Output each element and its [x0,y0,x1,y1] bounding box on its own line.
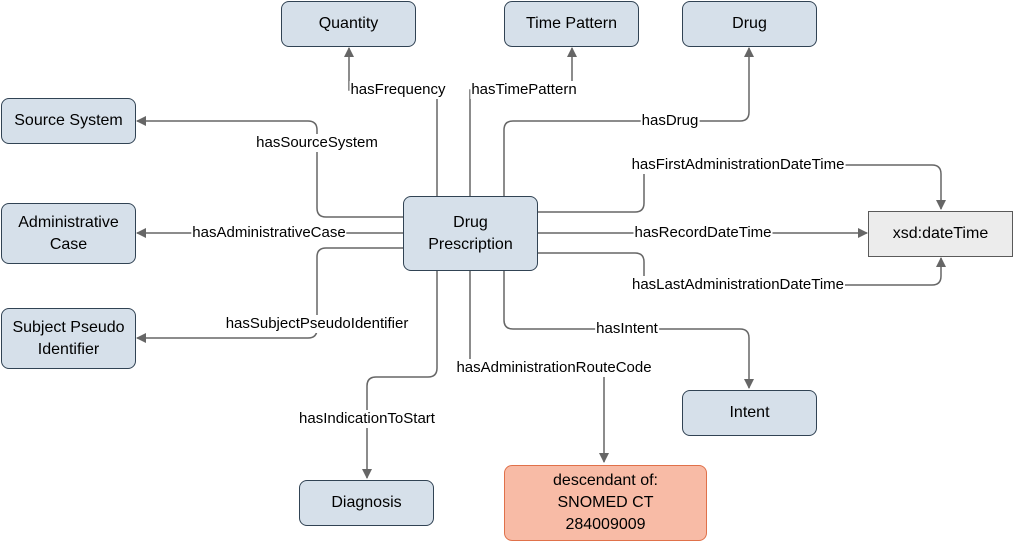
edge-label-has-last-administration-date-time: hasLastAdministrationDateTime [630,276,846,294]
node-drug-prescription: Drug Prescription [403,196,538,271]
edge-label-has-record-date-time: hasRecordDateTime [633,224,773,242]
edge-label-has-administration-route-code: hasAdministrationRouteCode [455,359,653,377]
node-xsd-datetime: xsd:dateTime [868,211,1013,257]
node-source-system: Source System [1,98,136,144]
node-time-pattern: Time Pattern [504,1,639,47]
node-quantity: Quantity [281,1,416,47]
edge-has-subject-pseudo-identifier [136,247,403,343]
edge-label-has-indication-to-start: hasIndicationToStart [298,410,436,428]
node-subject-pseudo-identifier: Subject Pseudo Identifier [1,308,136,369]
edge-has-source-system [136,116,403,218]
node-intent: Intent [682,390,817,436]
edge-has-time-pattern [469,47,577,196]
edge-label-has-drug: hasDrug [640,112,700,130]
edge-label-has-first-administration-date-time: hasFirstAdministrationDateTime [630,156,846,174]
node-administrative-case: Administrative Case [1,203,136,264]
node-snomed-ct: descendant of: SNOMED CT 284009009 [504,465,707,541]
edge-label-has-time-pattern: hasTimePattern [470,81,578,99]
edge-label-has-intent: hasIntent [595,320,659,338]
edge-has-drug [503,47,754,196]
edge-has-indication-to-start [362,270,438,479]
edge-label-has-source-system: hasSourceSystem [255,134,379,152]
edge-label-has-administrative-case: hasAdministrativeCase [191,224,347,242]
node-drug: Drug [682,1,817,47]
node-diagnosis: Diagnosis [299,480,434,526]
edge-label-has-subject-pseudo-identifier: hasSubjectPseudoIdentifier [224,315,410,333]
edge-has-frequency [344,47,438,196]
edge-label-has-frequency: hasFrequency [349,81,447,99]
